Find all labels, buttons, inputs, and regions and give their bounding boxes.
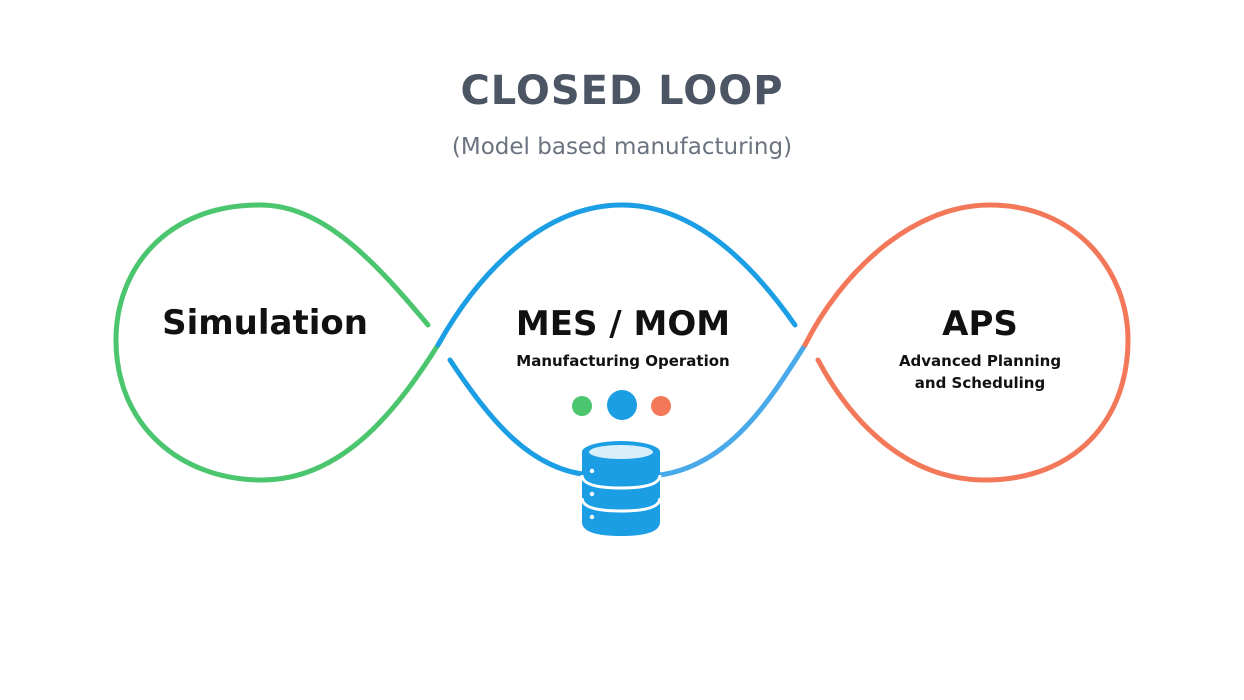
page-title: CLOSED LOOP — [460, 68, 784, 114]
mes-loop-upper — [435, 202, 798, 348]
simulation-title: Simulation — [162, 303, 368, 343]
aps-subtitle-line2: and Scheduling — [914, 374, 1046, 392]
aps-subtitle-line1: Advanced Planning — [898, 352, 1062, 370]
database-icon — [580, 441, 662, 536]
mes-title: MES / MOM — [515, 304, 731, 344]
aps-node: APS Advanced Planning and Scheduling — [880, 304, 1080, 394]
simulation-loop — [113, 202, 441, 483]
aps-loop — [802, 202, 1131, 483]
orange-dot-icon — [651, 396, 671, 416]
simulation-node: Simulation — [135, 303, 395, 343]
mes-subtitle: Manufacturing Operation — [516, 352, 730, 370]
blue-dot-icon — [607, 390, 637, 420]
page-subtitle: (Model based manufacturing) — [451, 134, 793, 160]
aps-subtitle: Advanced Planning and Scheduling — [880, 350, 1080, 394]
aps-title: APS — [942, 304, 1018, 344]
mes-loop-lower — [447, 357, 593, 478]
green-dot-icon — [572, 396, 592, 416]
mes-node: MES / MOM Manufacturing Operation — [473, 304, 773, 372]
mes-loop-lower-right — [657, 342, 808, 478]
